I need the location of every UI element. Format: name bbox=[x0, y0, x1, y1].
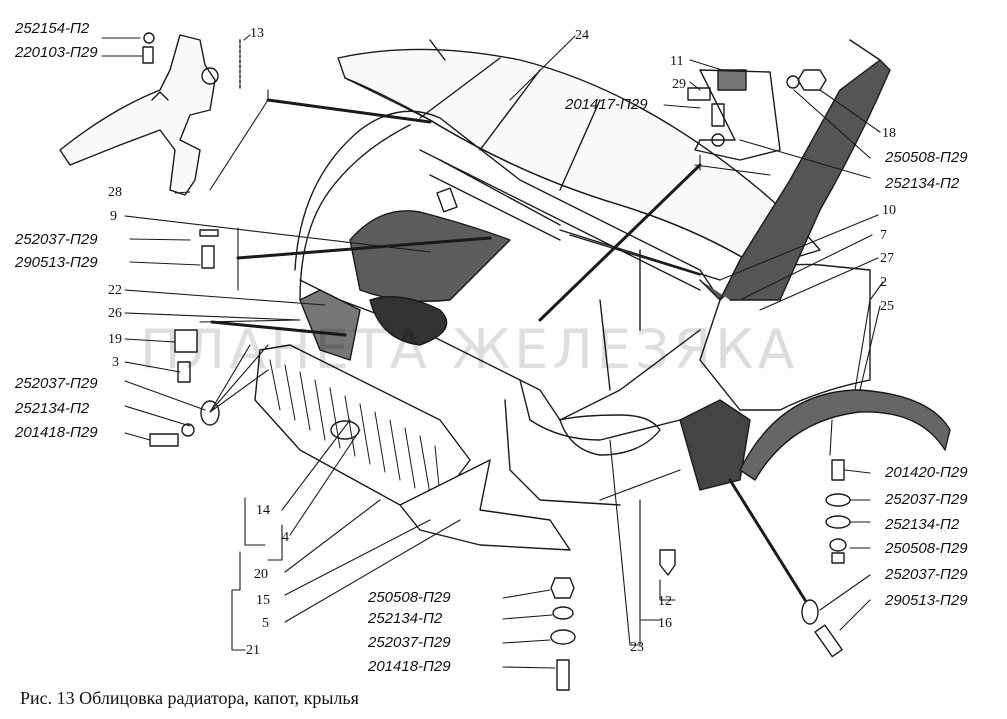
part-code-label: 201420-П29 bbox=[885, 464, 968, 481]
part-code-label: 252134-П2 bbox=[885, 516, 960, 533]
part-code-label: 252037-П29 bbox=[885, 491, 968, 508]
part-code-label: 252134-П2 bbox=[885, 175, 960, 192]
callout-number: 15 bbox=[256, 593, 270, 608]
callout-number: 27 bbox=[880, 251, 894, 266]
wheel-arch-liner bbox=[739, 389, 951, 481]
part-code-label: 290513-П29 bbox=[885, 592, 968, 609]
callout-number: 28 bbox=[108, 185, 122, 200]
hood bbox=[337, 39, 881, 269]
watermark: ПЛАНЕТА ЖЕЛЕЗЯКА bbox=[140, 318, 799, 381]
callout-number: 19 bbox=[108, 332, 122, 347]
part-code-label: 250508-П29 bbox=[368, 589, 451, 606]
callout-number: 23 bbox=[630, 640, 644, 655]
callout-number: 24 bbox=[575, 28, 589, 43]
callout-number: 9 bbox=[110, 209, 117, 224]
callout-number: 10 bbox=[882, 203, 896, 218]
part-code-label: 252134-П2 bbox=[368, 610, 443, 627]
callout-number: 3 bbox=[112, 355, 119, 370]
callout-number: 5 bbox=[262, 616, 269, 631]
part-code-label: 252037-П29 bbox=[368, 634, 451, 651]
part-code-label: 250508-П29 bbox=[885, 149, 968, 166]
callout-number: 21 bbox=[246, 643, 260, 658]
part-code-label: 290513-П29 bbox=[15, 254, 98, 271]
callout-number: 26 bbox=[108, 306, 122, 321]
figure-caption: Рис. 13 Облицовка радиатора, капот, крыл… bbox=[20, 688, 359, 708]
callout-number: 4 bbox=[282, 530, 289, 545]
callout-number: 29 bbox=[672, 77, 686, 92]
callout-number: 16 bbox=[658, 616, 672, 631]
part-code-label: 220103-П29 bbox=[15, 44, 98, 61]
part-code-label: 201417-П29 bbox=[565, 96, 648, 113]
part-code-label: 252134-П2 bbox=[15, 400, 90, 417]
callout-number: 20 bbox=[254, 567, 268, 582]
callout-number: 11 bbox=[670, 54, 684, 69]
callout-number: 22 bbox=[108, 283, 122, 298]
engine-bay bbox=[294, 110, 721, 506]
part-code-label: 252037-П29 bbox=[15, 231, 98, 248]
fasteners bbox=[142, 32, 851, 691]
callout-number: 18 bbox=[882, 126, 896, 141]
part-code-label: 252154-П2 bbox=[15, 20, 90, 37]
callout-number: 13 bbox=[250, 26, 264, 41]
callout-number: 12 bbox=[658, 594, 672, 609]
callout-number: 14 bbox=[256, 503, 270, 518]
part-code-label: 252037-П29 bbox=[885, 566, 968, 583]
lower-trim bbox=[399, 459, 571, 551]
part-code-label: 201418-П29 bbox=[15, 424, 98, 441]
part-code-label: 201418-П29 bbox=[368, 658, 451, 675]
part-code-label: 250508-П29 bbox=[885, 540, 968, 557]
part-code-label: 252037-П29 bbox=[15, 375, 98, 392]
callout-number: 25 bbox=[880, 299, 894, 314]
fender bbox=[679, 59, 891, 491]
callout-number: 7 bbox=[880, 228, 887, 243]
callout-number: 2 bbox=[880, 275, 887, 290]
hood-hinge bbox=[59, 34, 219, 196]
leader-lines bbox=[101, 34, 884, 669]
